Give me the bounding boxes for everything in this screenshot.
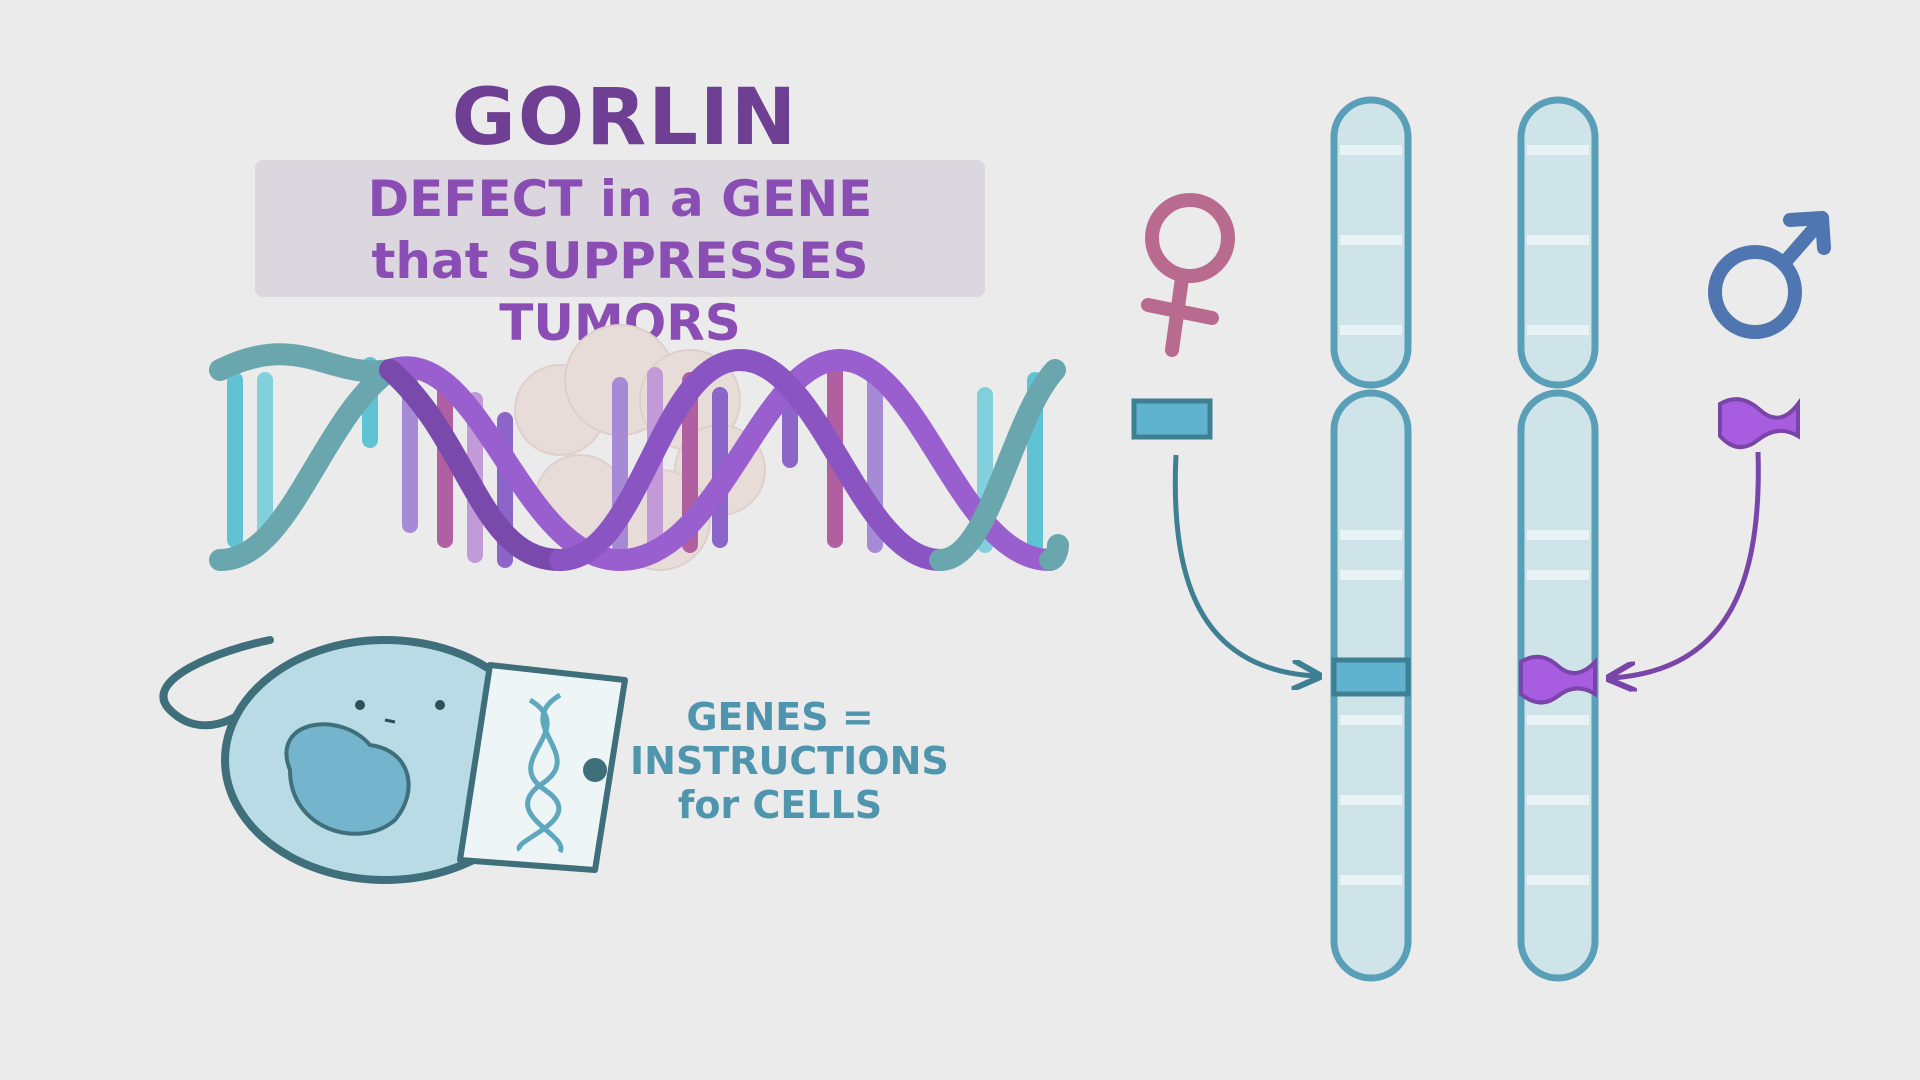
cell-eye-right [435, 700, 445, 710]
subtitle-box: DEFECT in a GENE that SUPPRESSES TUMORS [255, 160, 985, 352]
genes-label-line-2: INSTRUCTIONS [630, 739, 949, 783]
cell-nucleus [284, 722, 411, 836]
paternal-mutated-gene [1718, 397, 1800, 449]
cell-hand-right [583, 758, 607, 782]
male-symbol-icon [1708, 211, 1831, 339]
cell-eye-left [355, 700, 365, 710]
arrow-paternal-to-chromosome [1612, 451, 1761, 678]
chromosome-left [1330, 96, 1412, 982]
arrow-maternal-to-chromosome [1172, 454, 1316, 676]
chromosome-right [1517, 96, 1599, 982]
maternal-normal-gene [1131, 398, 1213, 440]
mutated-gene-segment-right [1519, 654, 1597, 705]
cell-mouth [384, 718, 396, 724]
paper-dna-strand-2 [525, 692, 564, 854]
genes-label-line-1: GENES = [686, 695, 874, 739]
genes-label-line-3: for CELLS [677, 783, 883, 827]
female-symbol-icon [1141, 193, 1235, 357]
normal-gene-segment-left [1331, 657, 1411, 697]
genes-label: GENES = INSTRUCTIONS for CELLS [630, 695, 949, 827]
subtitle-line-1: DEFECT in a GENE [367, 170, 873, 228]
dna-backbones [209, 343, 1069, 572]
subtitle-line-2: that SUPPRESSES TUMORS [371, 232, 869, 352]
dna-paper [457, 662, 628, 873]
